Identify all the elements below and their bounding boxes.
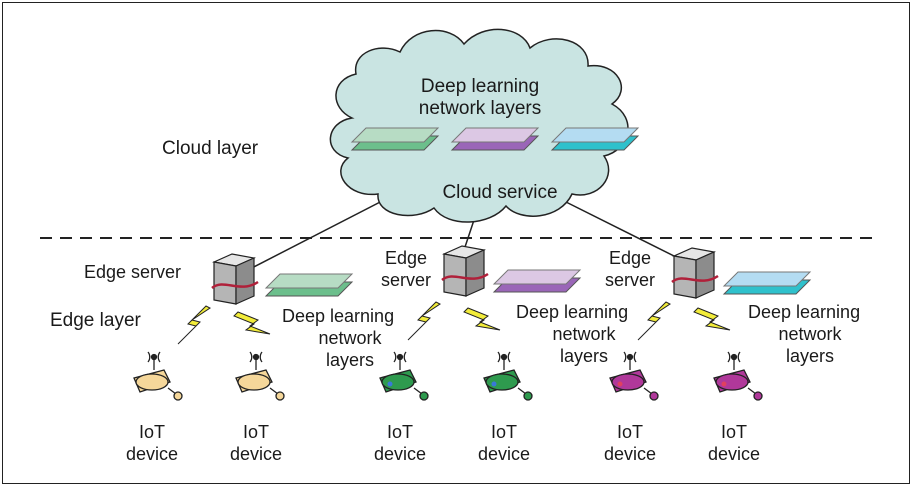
- cloud-layer-stack-blue: [550, 127, 640, 151]
- iot-device-5-icon: [609, 351, 659, 401]
- cloud-layer-stack-purple: [450, 127, 540, 151]
- iot-device-3-label-line1: IoT: [387, 422, 413, 442]
- lightning-icon: [693, 307, 731, 331]
- lightning-icon: [637, 301, 671, 341]
- iot-device-5-label-line1: IoT: [617, 422, 643, 442]
- iot-device-1-label-line1: IoT: [139, 422, 165, 442]
- iot-device-3-label-line2: device: [374, 444, 426, 464]
- lightning-icon: [233, 311, 271, 335]
- iot-device-2-label-line2: device: [230, 444, 282, 464]
- edge-2-layer-stack-purple: [492, 269, 582, 293]
- iot-device-1-icon: [133, 351, 183, 401]
- edge-3-layer-stack-blue: [722, 271, 812, 295]
- cloud-service-label: Cloud service: [442, 182, 557, 203]
- edge-1-dl-line1: Deep learning: [282, 306, 394, 326]
- edge-1-dl-line2: network: [318, 328, 382, 348]
- edge-1-dl-line3: layers: [326, 350, 374, 370]
- edge-server-1-label: Edge server: [84, 262, 181, 282]
- link-edge-3: [565, 201, 691, 265]
- cloud-layer-stack-green: [350, 127, 440, 151]
- edge-2-dl-line1: Deep learning: [516, 302, 628, 322]
- edge-1-layer-stack-green: [264, 273, 354, 297]
- edge-server-2-icon: [441, 245, 489, 297]
- wireless-links: [177, 301, 731, 345]
- lightning-icon: [407, 301, 441, 341]
- cloud-dl-title-line2: network layers: [419, 98, 542, 119]
- iot-devices: [133, 351, 763, 401]
- cloud-layer-label: Cloud layer: [162, 138, 259, 159]
- edge-server-1-icon: [211, 253, 259, 305]
- cloud-dl-title-line1: Deep learning: [421, 76, 539, 97]
- link-edge-1: [243, 197, 389, 273]
- iot-device-2-label-line1: IoT: [243, 422, 269, 442]
- edge-server-2-label-line1: Edge: [385, 248, 427, 268]
- edge-2-dl-line2: network: [552, 324, 616, 344]
- iot-device-4-label-line1: IoT: [491, 422, 517, 442]
- lightning-icon: [177, 305, 211, 345]
- iot-device-1-label-line2: device: [126, 444, 178, 464]
- iot-device-2-icon: [235, 351, 285, 401]
- iot-device-6-label-line1: IoT: [721, 422, 747, 442]
- iot-device-6-icon: [713, 351, 763, 401]
- edge-server-3-label-line1: Edge: [609, 248, 651, 268]
- edge-2-dl-line3: layers: [560, 346, 608, 366]
- lightning-icon: [463, 307, 501, 331]
- iot-device-6-label-line2: device: [708, 444, 760, 464]
- edge-3-dl-line3: layers: [786, 346, 834, 366]
- edge-server-2-label-line2: server: [381, 270, 431, 290]
- edge-server-3-label-line2: server: [605, 270, 655, 290]
- edge-layer-label: Edge layer: [50, 310, 142, 331]
- edge-3-dl-line2: network: [778, 324, 842, 344]
- iot-device-5-label-line2: device: [604, 444, 656, 464]
- edge-server-3-icon: [671, 247, 719, 299]
- edge-3-dl-line1: Deep learning: [748, 302, 860, 322]
- iot-device-4-label-line2: device: [478, 444, 530, 464]
- iot-device-3-icon: [379, 351, 429, 401]
- iot-device-4-icon: [483, 351, 533, 401]
